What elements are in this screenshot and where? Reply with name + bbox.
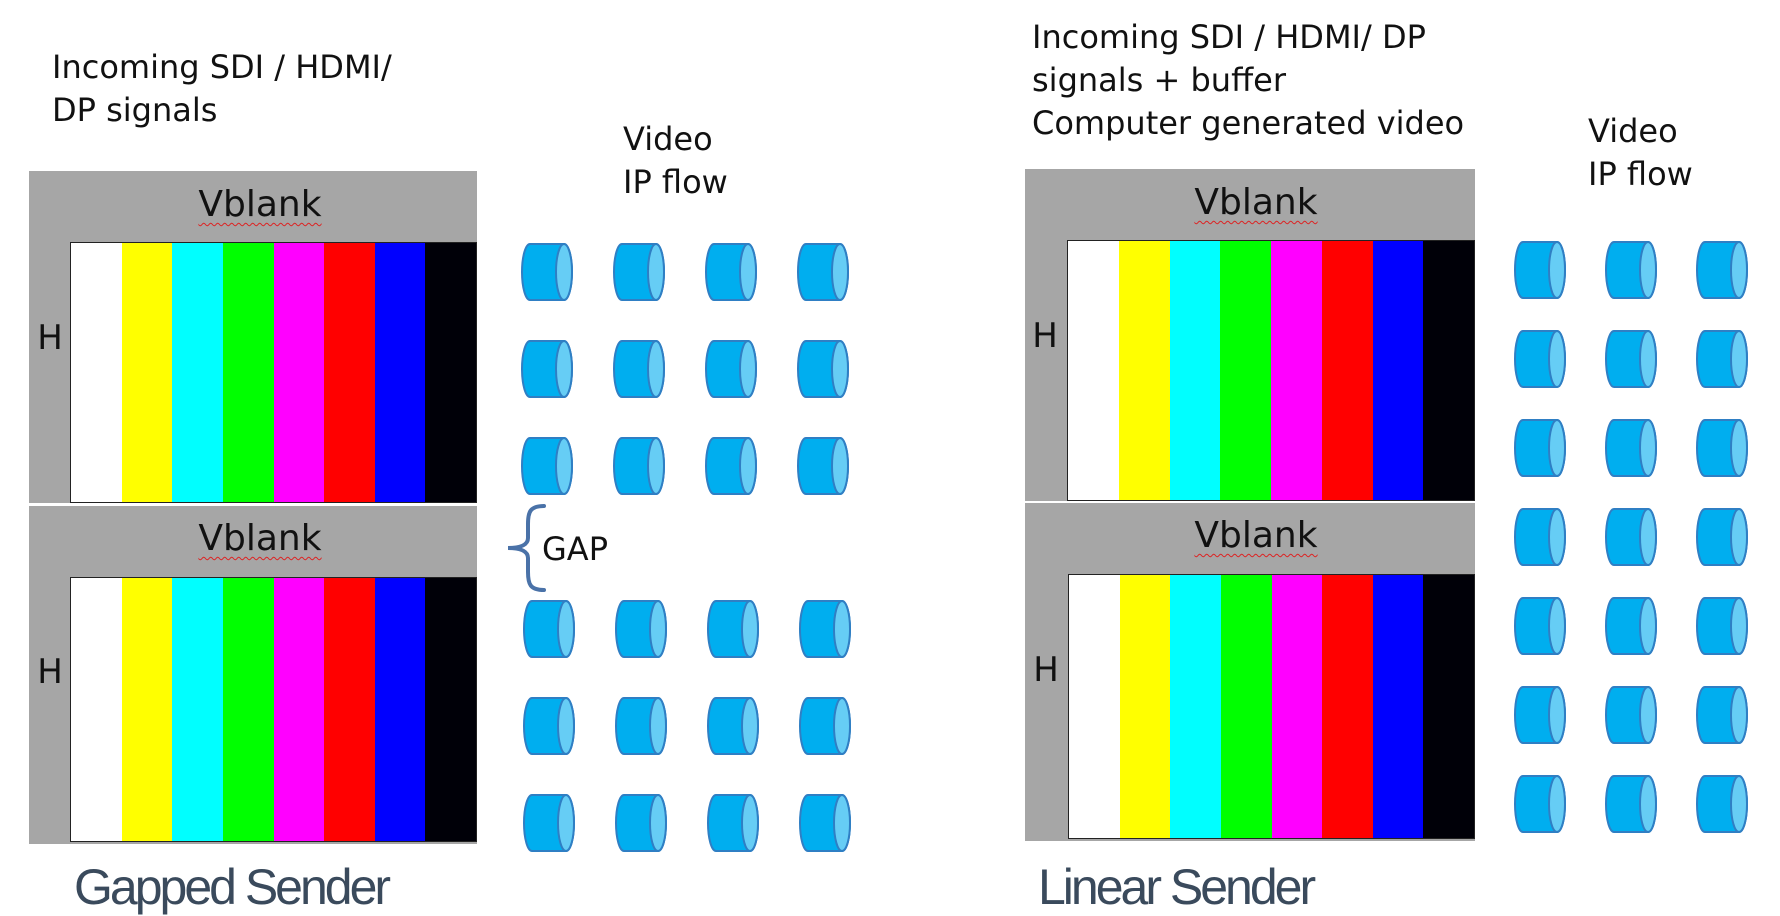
ip-packet-icon [796, 338, 850, 400]
ip-packet-icon [796, 241, 850, 303]
ip-packet-icon [706, 792, 760, 854]
linear-sender-title: Linear Sender [1038, 859, 1316, 915]
ip-packet-icon [1604, 506, 1658, 568]
ip-packet-icon [1513, 328, 1567, 390]
ip-packet-icon [798, 598, 852, 660]
color-bar [222, 578, 274, 841]
ip-packet-icon [1513, 417, 1567, 479]
ip-packet-icon [704, 435, 758, 497]
left-vblank-bottom-label: Vblank [198, 518, 322, 559]
ip-packet-icon [522, 695, 576, 757]
ip-packet-icon [1695, 595, 1749, 657]
ip-packet-icon [1695, 417, 1749, 479]
ip-packet-icon [1604, 595, 1658, 657]
right-color-bars-top [1067, 240, 1475, 501]
ip-packet-icon [612, 435, 666, 497]
ip-packet-icon [522, 598, 576, 660]
color-bar [1220, 241, 1271, 500]
color-bar [121, 243, 173, 502]
gap-brace-icon [507, 504, 546, 592]
right-color-bars-bottom [1068, 574, 1475, 839]
ip-packet-icon [704, 241, 758, 303]
ip-packet-icon [520, 435, 574, 497]
left-input-caption: Incoming SDI / HDMI/ DP signals [52, 48, 392, 129]
color-bar [71, 243, 122, 502]
color-bar [273, 578, 325, 841]
color-bar [324, 243, 375, 502]
left-h-bottom-label: H [37, 652, 63, 692]
ip-packet-icon [520, 338, 574, 400]
ip-packet-icon [612, 338, 666, 400]
left-vblank-top-label: Vblank [198, 184, 322, 225]
ip-packet-icon [614, 792, 668, 854]
ip-packet-icon [520, 241, 574, 303]
ip-packet-icon [1513, 773, 1567, 835]
color-bar [425, 578, 476, 841]
color-bar [1069, 575, 1120, 838]
color-bar [1322, 575, 1373, 838]
ip-packet-icon [704, 338, 758, 400]
color-bar [1271, 575, 1323, 838]
left-video-ip-flow-label: Video IP flow [623, 120, 728, 201]
ip-packet-icon [1604, 773, 1658, 835]
ip-packet-icon [1513, 239, 1567, 301]
ip-packet-icon [706, 598, 760, 660]
right-input-caption: Incoming SDI / HDMI/ DP signals + buffer… [1032, 18, 1465, 142]
color-bar [172, 243, 223, 502]
ip-packet-icon [1513, 684, 1567, 746]
color-bar [1118, 241, 1170, 500]
color-bar [1423, 241, 1474, 500]
ip-packet-icon [1695, 684, 1749, 746]
ip-packet-icon [1604, 239, 1658, 301]
right-vblank-bottom-label: Vblank [1194, 515, 1318, 556]
color-bar [1321, 241, 1373, 500]
color-bar [222, 243, 274, 502]
color-bar [1372, 241, 1424, 500]
right-vblank-top-label: Vblank [1194, 182, 1318, 223]
left-color-bars-top [70, 242, 477, 503]
ip-packet-icon [706, 695, 760, 757]
color-bar [172, 578, 223, 841]
ip-packet-icon [1695, 239, 1749, 301]
color-bar [1119, 575, 1171, 838]
ip-packet-icon [522, 792, 576, 854]
color-bar [1220, 575, 1272, 838]
color-bar [374, 243, 426, 502]
color-bar [1170, 575, 1221, 838]
ip-packet-icon [798, 792, 852, 854]
color-bar [1169, 241, 1221, 500]
color-bar [1271, 241, 1322, 500]
gapped-sender-title: Gapped Sender [74, 859, 391, 915]
color-bar [1372, 575, 1424, 838]
ip-packet-icon [1604, 417, 1658, 479]
ip-packet-icon [796, 435, 850, 497]
color-bar [121, 578, 173, 841]
ip-packet-icon [798, 695, 852, 757]
ip-packet-icon [1513, 595, 1567, 657]
color-bar [1068, 241, 1119, 500]
right-h-top-label: H [1032, 316, 1058, 356]
color-bar [374, 578, 426, 841]
ip-packet-icon [1604, 684, 1658, 746]
ip-packet-icon [1695, 773, 1749, 835]
left-color-bars-bottom [70, 577, 477, 842]
ip-packet-icon [1695, 506, 1749, 568]
ip-packet-icon [614, 598, 668, 660]
ip-packet-icon [614, 695, 668, 757]
ip-packet-icon [1513, 506, 1567, 568]
color-bar [273, 243, 325, 502]
left-h-top-label: H [37, 318, 63, 358]
right-video-ip-flow-label: Video IP flow [1588, 112, 1693, 193]
right-h-bottom-label: H [1033, 650, 1059, 690]
ip-packet-icon [612, 241, 666, 303]
color-bar [425, 243, 476, 502]
ip-packet-icon [1695, 328, 1749, 390]
color-bar [71, 578, 122, 841]
color-bar [324, 578, 375, 841]
ip-packet-icon [1604, 328, 1658, 390]
gap-label: GAP [542, 530, 608, 568]
color-bar [1423, 575, 1474, 838]
